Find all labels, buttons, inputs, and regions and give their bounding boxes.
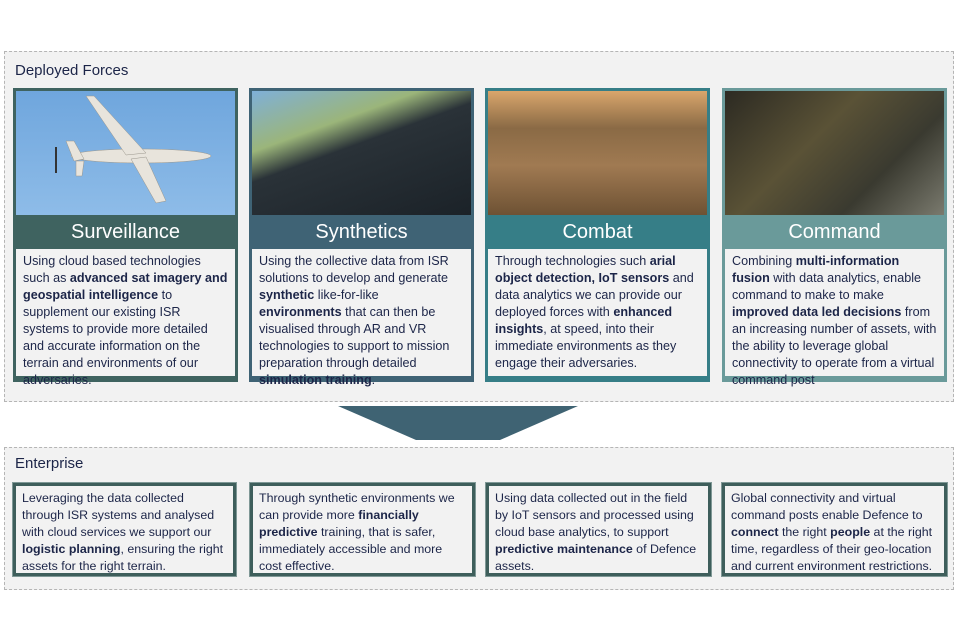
highlight-text: environments (259, 305, 342, 319)
body-text: like-for-like (314, 288, 379, 302)
body-text: , at speed, into their immediate environ… (495, 322, 677, 370)
highlight-text: people (830, 525, 871, 539)
drone-icon (55, 95, 212, 204)
highlight-text: enhanced insights (495, 305, 673, 336)
drone-image (16, 91, 235, 215)
command-post-image (725, 91, 944, 215)
body-text: Through synthetic environments we can pr… (259, 491, 455, 522)
soldier-desert-image (488, 91, 707, 215)
arrow-shape (338, 406, 578, 440)
highlight-text: synthetic (259, 288, 315, 302)
body-text: and data analytics we can provide our de… (495, 271, 694, 319)
body-text: Global connectivity and virtual command … (731, 491, 923, 522)
enterprise-section: Enterprise Leveraging the data collected… (4, 447, 954, 590)
body-text: the right (778, 525, 831, 539)
body-text: at the right time, regardless of their g… (731, 525, 933, 573)
highlight-text: improved data led decisions (732, 305, 902, 319)
body-text: . (371, 373, 376, 387)
highlight-text: connect (731, 525, 779, 539)
body-text: Through technologies such (495, 254, 650, 268)
card-description: Through technologies such arial object d… (488, 249, 707, 376)
highlight-text: simulation training (259, 373, 372, 387)
card-description: Using cloud based technologies such as a… (16, 249, 235, 387)
section-title: Enterprise (15, 455, 84, 472)
enterprise-card: Leveraging the data collected through IS… (13, 483, 236, 576)
enterprise-card: Using data collected out in the field by… (486, 483, 711, 576)
body-text: , ensuring the right assets for the righ… (22, 542, 224, 573)
enterprise-card: Through synthetic environments we can pr… (250, 483, 475, 576)
body-text: Using cloud based technologies such as (23, 254, 201, 285)
highlight-text: arial object detection, IoT sensors (495, 254, 676, 285)
body-text: Using the collective data from ISR solut… (259, 254, 449, 285)
card-title: Combat (562, 221, 633, 243)
body-text: of Defence assets. (495, 542, 697, 573)
enterprise-card: Global connectivity and virtual command … (722, 483, 947, 576)
body-text: from an increasing number of assets, wit… (732, 305, 937, 387)
body-text: Using data collected out in the field by… (495, 491, 694, 539)
highlight-text: logistic planning (22, 542, 121, 556)
body-text: with data analytics, enable command to m… (732, 271, 921, 302)
body-text: that can then be visualised through AR a… (259, 305, 450, 370)
highlight-text: financially predictive (259, 508, 419, 539)
card-title: Surveillance (71, 221, 180, 243)
body-text: training, that is safer, immediately acc… (259, 525, 443, 573)
simulator-image (252, 91, 471, 215)
body-text: to supplement our existing ISR systems t… (23, 288, 208, 387)
body-text: Combining (732, 254, 796, 268)
card-description: Using the collective data from ISR solut… (252, 249, 471, 387)
card-title: Command (788, 221, 881, 243)
highlight-text: multi-information fusion (732, 254, 900, 285)
section-title: Deployed Forces (15, 62, 129, 79)
body-text: Leveraging the data collected through IS… (22, 491, 215, 539)
card-description: Combining multi-information fusion with … (725, 249, 944, 387)
card-title: Synthetics (315, 221, 408, 243)
highlight-text: advanced sat imagery and geospatial inte… (23, 271, 228, 302)
highlight-text: predictive maintenance (495, 542, 633, 556)
